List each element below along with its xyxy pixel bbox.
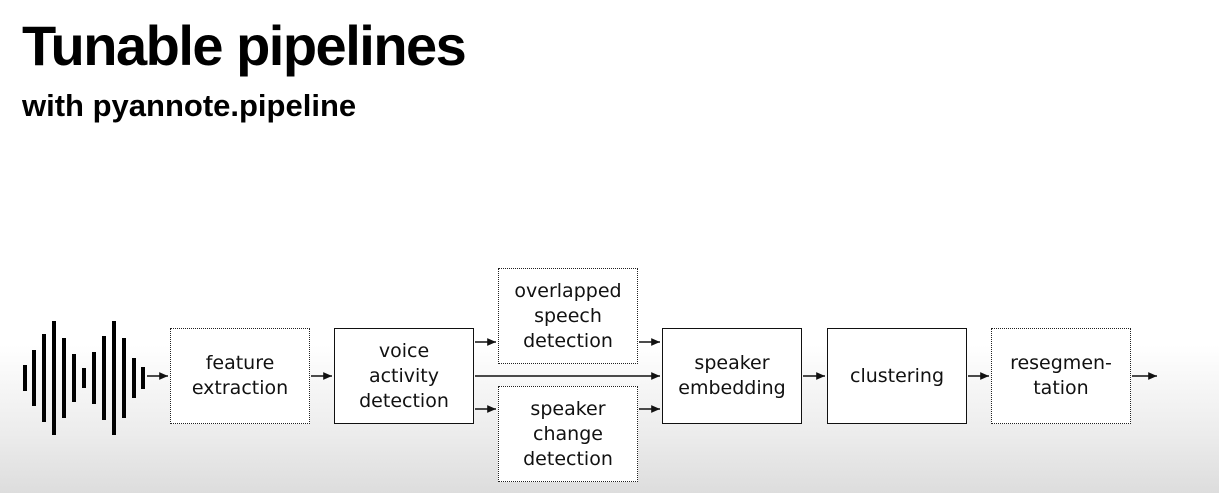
overlapped-speech-detection-box: overlapped speech detection: [498, 268, 638, 364]
clustering-box: clustering: [827, 328, 967, 424]
resegmentation-box: resegmen- tation: [991, 328, 1131, 424]
overlapped-speech-detection-label: overlapped speech detection: [514, 279, 622, 352]
speaker-change-detection-label: speaker change detection: [523, 397, 613, 470]
speaker-embedding-box: speaker embedding: [662, 328, 802, 424]
clustering-label: clustering: [850, 364, 944, 387]
waveform-icon: [23, 321, 145, 435]
speaker-change-detection-box: speaker change detection: [498, 386, 638, 482]
resegmentation-label: resegmen- tation: [1010, 352, 1112, 399]
speaker-embedding-label: speaker embedding: [678, 352, 786, 399]
voice-activity-detection-box: voice activity detection: [334, 328, 474, 424]
page-title: Tunable pipelines: [22, 14, 467, 77]
page-subtitle: with pyannote.pipeline: [22, 88, 357, 123]
feature-extraction-label: feature extraction: [191, 352, 289, 399]
voice-activity-detection-label: voice activity detection: [359, 339, 449, 412]
feature-extraction-box: feature extraction: [170, 328, 310, 424]
